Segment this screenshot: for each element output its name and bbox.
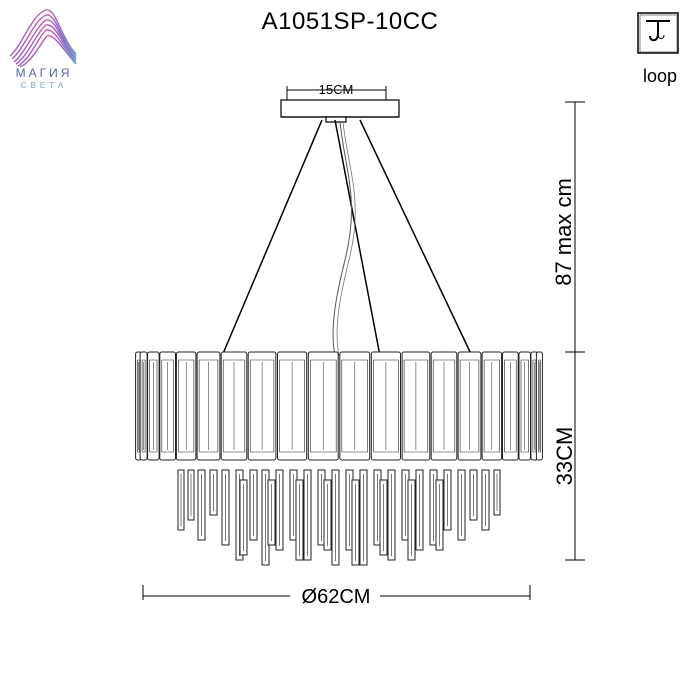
brand-name: МАГИЯ bbox=[15, 66, 73, 80]
body-height-label: 33CM bbox=[552, 427, 577, 486]
height-dimension-line bbox=[565, 101, 585, 561]
ring-crystal-facet bbox=[178, 359, 195, 453]
power-cable bbox=[332, 121, 352, 357]
ring-crystal-facet bbox=[141, 359, 146, 453]
ring-crystal-facet bbox=[222, 359, 246, 453]
ring-crystal-facet bbox=[279, 359, 306, 453]
brand-logo bbox=[9, 9, 77, 68]
crystal-body bbox=[135, 351, 543, 566]
ring-crystal-facet bbox=[372, 359, 399, 453]
canopy bbox=[280, 99, 400, 123]
ring-crystal-facet bbox=[432, 359, 456, 453]
ring-crystal-facet bbox=[459, 359, 480, 453]
suspension-wires bbox=[221, 119, 473, 357]
ring-crystal-facet bbox=[249, 359, 275, 453]
hook-loop-icon bbox=[637, 12, 679, 54]
ring-crystal-facet bbox=[341, 359, 369, 453]
ring-crystal-facet bbox=[520, 359, 529, 453]
diameter-label: Ø62CM bbox=[302, 586, 371, 608]
brand-tagline: СВЕТА bbox=[20, 81, 68, 90]
max-drop-label: 87 max cm bbox=[551, 178, 576, 286]
ring-crystal-facet bbox=[504, 359, 517, 453]
ring-crystal-facet bbox=[309, 359, 337, 453]
ring-crystal-facet bbox=[538, 359, 541, 453]
canopy-width-dimension bbox=[286, 86, 387, 100]
ring-crystal-facet bbox=[149, 359, 158, 453]
ring-crystal-facet bbox=[198, 359, 219, 453]
canopy-width-label: 15CM bbox=[319, 82, 354, 97]
product-title: A1051SP-10CC bbox=[261, 8, 439, 35]
ring-crystal-facet bbox=[483, 359, 500, 453]
mount-type-label: loop bbox=[642, 66, 678, 86]
ring-crystal-facet bbox=[403, 359, 429, 453]
ring-crystal-facet bbox=[161, 359, 174, 453]
